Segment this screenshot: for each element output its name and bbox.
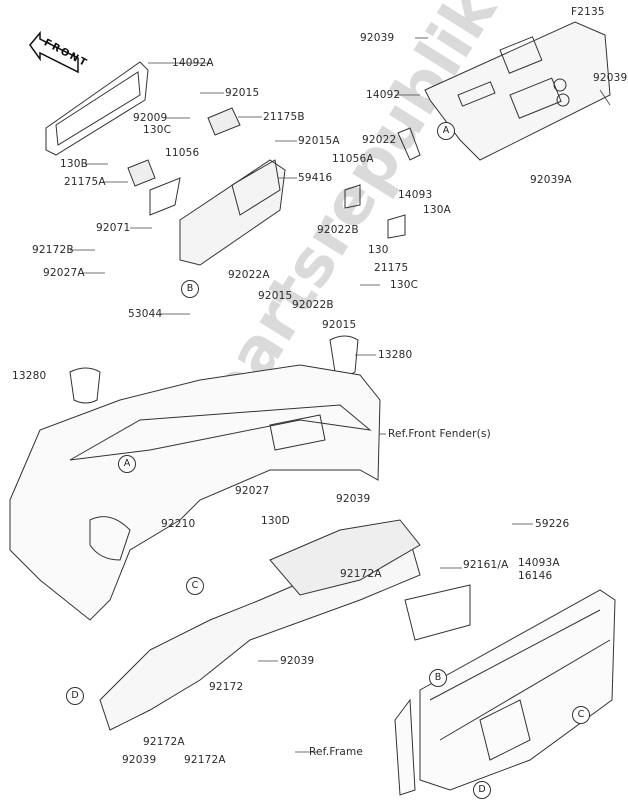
ref-marker-c: C [572, 706, 590, 724]
callout-label[interactable]: 130C [143, 124, 172, 136]
ref-marker-a: A [118, 455, 136, 473]
callout-label[interactable]: 130D [261, 515, 290, 527]
callout-label[interactable]: 16146 [518, 570, 553, 582]
callout-label[interactable]: 92015 [322, 319, 357, 331]
callout-label[interactable]: 92172A [143, 736, 185, 748]
ref-marker-c: C [186, 577, 204, 595]
callout-label[interactable]: 92161/A [463, 559, 509, 571]
callout-label[interactable]: 13280 [12, 370, 47, 382]
callout-label[interactable]: 92015A [298, 135, 340, 147]
instrument-panel [424, 21, 611, 161]
callout-label[interactable]: 21175B [263, 111, 305, 123]
callout-label[interactable]: 92009 [133, 112, 168, 124]
ref-marker-d: D [66, 687, 84, 705]
callout-label[interactable]: 14093 [398, 189, 433, 201]
meter-frame [45, 61, 149, 156]
callout-label[interactable]: 14092A [172, 57, 214, 69]
callout-label[interactable]: 92039 [593, 72, 628, 84]
callout-label[interactable]: 92015 [225, 87, 260, 99]
callout-label[interactable]: 14093A [518, 557, 560, 569]
callout-label[interactable]: 92172A [340, 568, 382, 580]
callout-label[interactable]: 59416 [298, 172, 333, 184]
callout-label[interactable]: 130C [390, 279, 419, 291]
callout-label[interactable]: 11056A [332, 153, 374, 165]
callout-label[interactable]: 92039 [122, 754, 157, 766]
cup-holder-right [329, 335, 359, 376]
ref-marker-b: B [181, 280, 199, 298]
callout-label[interactable]: 92172A [184, 754, 226, 766]
callout-label[interactable]: 92022 [362, 134, 397, 146]
callout-label[interactable]: 21175A [64, 176, 106, 188]
callout-label[interactable]: 92172 [209, 681, 244, 693]
callout-label[interactable]: 92039A [530, 174, 572, 186]
callout-label[interactable]: 92015 [258, 290, 293, 302]
callout-label[interactable]: 92172B [32, 244, 74, 256]
ref-marker-d: D [473, 781, 491, 799]
callout-label[interactable]: 92027 [235, 485, 270, 497]
callout-label[interactable]: 92210 [161, 518, 196, 530]
callout-label[interactable]: 92022B [317, 224, 359, 236]
callout-label[interactable]: 13280 [378, 349, 413, 361]
callout-label[interactable]: 130 [368, 244, 389, 256]
callout-label[interactable]: 14092 [366, 89, 401, 101]
callout-label[interactable]: 92027A [43, 267, 85, 279]
callout-label[interactable]: 59226 [535, 518, 570, 530]
switch-panel [179, 159, 286, 266]
callout-label[interactable]: 92071 [96, 222, 131, 234]
diagram-id: F2135 [571, 6, 605, 18]
cup-holder-left [69, 367, 101, 404]
ref-marker-b: B [429, 669, 447, 687]
reference-label[interactable]: Ref.Front Fender(s) [388, 428, 491, 440]
callout-label[interactable]: 92039 [360, 32, 395, 44]
callout-label[interactable]: 92022B [292, 299, 334, 311]
frame [394, 589, 616, 796]
callout-label[interactable]: 11056 [165, 147, 200, 159]
callout-label[interactable]: 92039 [280, 655, 315, 667]
reference-label[interactable]: Ref.Frame [309, 746, 364, 758]
callout-label[interactable]: 21175 [374, 262, 409, 274]
front-arrow-icon [29, 30, 79, 74]
callout-label[interactable]: 53044 [128, 308, 163, 320]
callout-label[interactable]: 130A [423, 204, 452, 216]
ref-marker-a: A [437, 122, 455, 140]
callout-label[interactable]: 92039 [336, 493, 371, 505]
callout-label[interactable]: 130B [60, 158, 89, 170]
callout-label[interactable]: 92022A [228, 269, 270, 281]
lower-dash-panel [99, 539, 421, 731]
